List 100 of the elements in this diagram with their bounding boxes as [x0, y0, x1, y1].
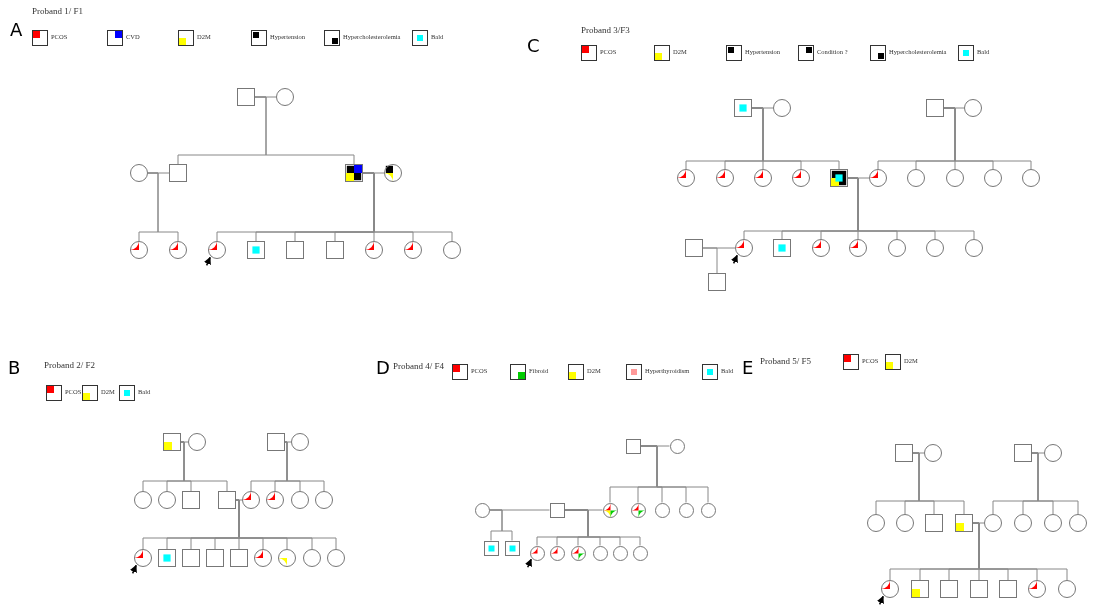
male-square-symbol [734, 99, 752, 117]
female-circle-symbol [303, 549, 321, 567]
male-square-symbol [549, 502, 565, 518]
female-circle-symbol [984, 169, 1002, 187]
female-circle-symbol [924, 444, 942, 462]
female-circle-symbol [1014, 514, 1032, 532]
descent-line [640, 445, 709, 503]
female-circle-symbol [630, 502, 646, 518]
male-square-symbol [206, 549, 224, 567]
panel-title: Proband 2/ F2 [44, 360, 95, 371]
panel-letter: D [376, 358, 390, 378]
female-circle-symbol [677, 169, 695, 187]
proband-arrow [731, 254, 738, 265]
female-circle-symbol [984, 514, 1002, 532]
female-circle-symbol [669, 438, 685, 454]
male-square-symbol [999, 580, 1017, 598]
female-circle-symbol [946, 169, 964, 187]
male-square-symbol [504, 540, 520, 556]
female-circle-symbol [592, 545, 608, 561]
female-circle-symbol [1044, 444, 1062, 462]
female-circle-symbol [315, 491, 333, 509]
female-circle-symbol [291, 491, 309, 509]
female-circle-symbol [242, 491, 260, 509]
female-circle-symbol [867, 514, 885, 532]
male-square-symbol [625, 438, 641, 454]
female-circle-symbol [291, 433, 309, 451]
male-square-symbol [169, 164, 187, 182]
male-square-symbol [247, 241, 265, 259]
female-circle-symbol [1022, 169, 1040, 187]
male-square-symbol [286, 241, 304, 259]
female-circle-symbol [276, 88, 294, 106]
male-square-symbol [940, 580, 958, 598]
female-circle-symbol [570, 545, 586, 561]
female-circle-symbol [254, 549, 272, 567]
male-square-symbol [708, 273, 726, 291]
male-square-symbol [163, 433, 181, 451]
male-square-symbol [326, 241, 344, 259]
female-circle-symbol [208, 241, 226, 259]
descent-line [284, 441, 325, 492]
female-circle-symbol [188, 433, 206, 451]
female-circle-symbol [384, 164, 402, 182]
male-square-symbol [158, 549, 176, 567]
male-square-symbol [182, 549, 200, 567]
male-square-symbol [926, 99, 944, 117]
proband-arrow [204, 256, 211, 267]
descent-line [489, 509, 513, 541]
female-circle-symbol [965, 239, 983, 257]
panel-title: Proband 3/F3 [581, 25, 630, 36]
female-circle-symbol [278, 549, 296, 567]
female-circle-symbol [134, 491, 152, 509]
female-circle-symbol [266, 491, 284, 509]
female-circle-symbol [365, 241, 383, 259]
female-circle-symbol [169, 241, 187, 259]
descent-line [147, 172, 179, 242]
female-circle-symbol [964, 99, 982, 117]
descent-line [972, 522, 1068, 581]
female-circle-symbol [678, 502, 694, 518]
panel-title: Proband 1/ F1 [32, 6, 83, 17]
female-circle-symbol [1058, 580, 1076, 598]
female-circle-symbol [754, 169, 772, 187]
male-square-symbol [911, 580, 929, 598]
proband-arrow [525, 558, 532, 569]
descent-line [847, 177, 975, 240]
panel-title: Proband 5/ F5 [760, 356, 811, 367]
proband-arrow [877, 595, 884, 606]
female-circle-symbol [773, 99, 791, 117]
panel-letter: C [527, 36, 540, 56]
female-circle-symbol [1044, 514, 1062, 532]
female-circle-symbol [881, 580, 899, 598]
male-square-symbol [182, 491, 200, 509]
female-circle-symbol [869, 169, 887, 187]
male-square-symbol [345, 164, 363, 182]
male-square-symbol [685, 239, 703, 257]
male-square-symbol [773, 239, 791, 257]
male-square-symbol [230, 549, 248, 567]
male-square-symbol [237, 88, 255, 106]
male-square-symbol [925, 514, 943, 532]
female-circle-symbol [792, 169, 810, 187]
female-circle-symbol [888, 239, 906, 257]
male-square-symbol [970, 580, 988, 598]
female-circle-symbol [632, 545, 648, 561]
female-circle-symbol [134, 549, 152, 567]
female-circle-symbol [907, 169, 925, 187]
female-circle-symbol [1069, 514, 1087, 532]
female-circle-symbol [602, 502, 618, 518]
descent-line [912, 452, 965, 515]
male-square-symbol [955, 514, 973, 532]
descent-line [362, 172, 453, 242]
descent-line [751, 107, 840, 170]
female-circle-symbol [612, 545, 628, 561]
female-circle-symbol [812, 239, 830, 257]
female-circle-symbol [529, 545, 545, 561]
female-circle-symbol [654, 502, 670, 518]
panel-letter: A [10, 20, 23, 40]
female-circle-symbol [700, 502, 716, 518]
female-circle-symbol [926, 239, 944, 257]
female-circle-symbol [158, 491, 176, 509]
female-circle-symbol [404, 241, 422, 259]
female-circle-symbol [735, 239, 753, 257]
descent-line [254, 96, 355, 165]
